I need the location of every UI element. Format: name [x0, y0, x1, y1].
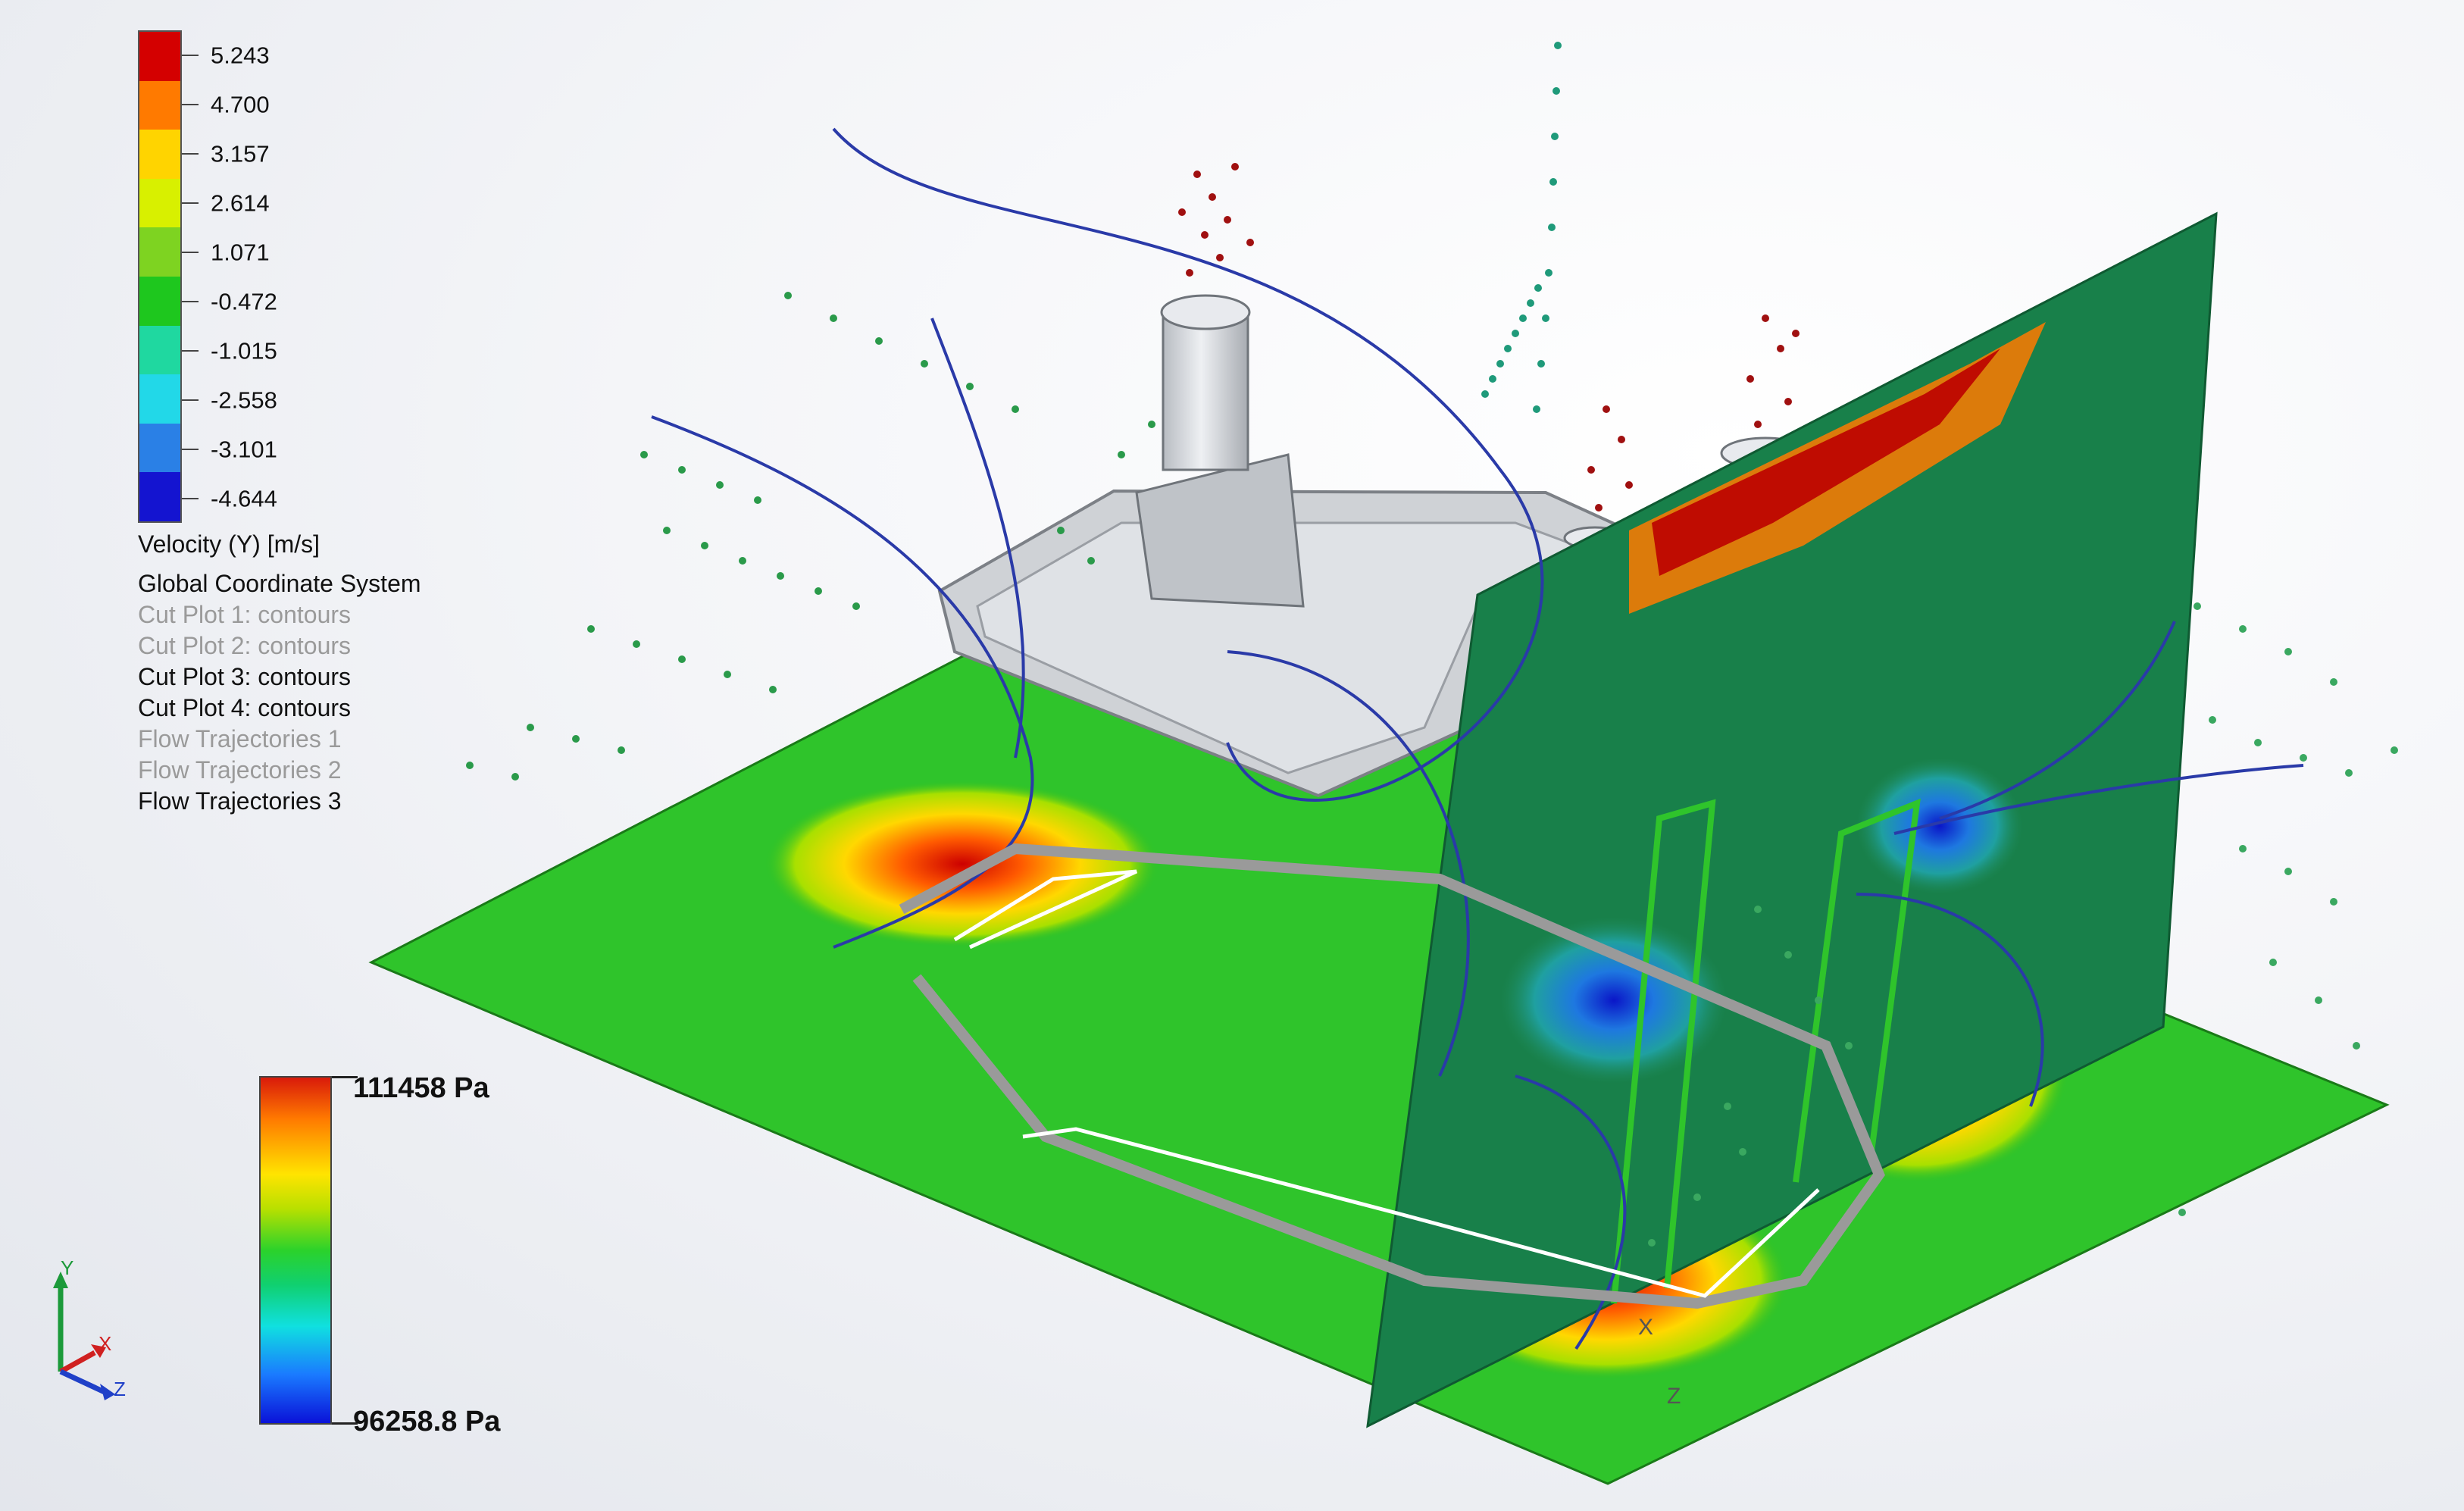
velocity-tick — [182, 497, 199, 499]
cut-plot-axis-x-label: X — [1638, 1315, 1654, 1340]
velocity-tick-label: -0.472 — [211, 288, 277, 314]
velocity-color-segment — [139, 472, 180, 521]
duct-box — [1135, 453, 1305, 608]
velocity-tick-label: 5.243 — [211, 42, 270, 68]
velocity-color-segment — [139, 80, 180, 130]
pressure-color-bar — [259, 1076, 332, 1425]
velocity-color-segment — [139, 325, 180, 375]
velocity-tick — [182, 251, 199, 253]
flow-trajectories — [651, 127, 2304, 1350]
velocity-tick-label: -2.558 — [211, 386, 277, 413]
velocity-tick — [182, 448, 199, 450]
pressure-coldspot — [1856, 758, 2023, 894]
pressure-min-tick — [332, 1422, 358, 1425]
view-orientation-triad[interactable]: Y X Z — [30, 1258, 144, 1409]
plot-info-line[interactable]: Cut Plot 1: contours — [138, 601, 352, 628]
velocity-tick-label: -4.644 — [211, 485, 277, 511]
part-outline — [953, 869, 1138, 949]
triad-arrows-icon — [53, 1272, 115, 1400]
frame-members — [1611, 798, 1921, 1304]
velocity-color-segment — [139, 276, 180, 326]
velocity-tick-label: -3.101 — [211, 436, 277, 462]
triad-y-label: Y — [61, 1256, 74, 1279]
pressure-min-label: 96258.8 Pa — [353, 1406, 501, 1437]
velocity-tick-label: 1.071 — [211, 239, 270, 265]
part-outline — [1022, 1127, 1820, 1298]
velocity-tick — [182, 349, 199, 352]
plot-info-line[interactable]: Flow Trajectories 1 — [138, 725, 342, 752]
outlet-particles — [1178, 163, 1800, 511]
pressure-legend[interactable]: 111458 Pa 96258.8 Pa — [259, 1072, 547, 1440]
velocity-tick — [182, 103, 199, 105]
vertical-plane-hot-core — [1652, 349, 2000, 576]
velocity-tick — [182, 54, 199, 56]
velocity-tick — [182, 300, 199, 302]
inlet-pipe — [1162, 309, 1249, 471]
velocity-legend-title: Velocity (Y) [m/s] — [138, 530, 321, 558]
plot-info-line[interactable]: Cut Plot 2: contours — [138, 632, 352, 659]
plot-info-line[interactable]: Cut Plot 4: contours — [138, 694, 352, 721]
velocity-tick — [182, 152, 199, 155]
inlet-pipe-top — [1160, 294, 1251, 330]
trajectory-particles — [466, 292, 1155, 781]
triad-x-label: X — [98, 1332, 112, 1355]
velocity-color-segment — [139, 178, 180, 228]
triad-z-label: Z — [114, 1378, 126, 1400]
pressure-max-label: 111458 Pa — [353, 1072, 489, 1104]
cut-plot-axis-z-label: Z — [1667, 1384, 1681, 1409]
vertical-cut-plane — [1366, 211, 2218, 1428]
part-outline — [899, 843, 1885, 1309]
velocity-color-segment — [139, 227, 180, 277]
velocity-color-segment — [139, 374, 180, 424]
velocity-color-segment — [139, 32, 180, 81]
trajectory-particles — [1648, 602, 2398, 1247]
velocity-color-bar — [138, 30, 182, 523]
plot-info-line[interactable]: Flow Trajectories 3 — [138, 787, 342, 815]
trajectory-particles — [1481, 42, 1562, 413]
velocity-legend[interactable]: Velocity (Y) [m/s] 5.243 4.700 3.157 2.614 1… — [138, 30, 471, 558]
velocity-tick — [182, 202, 199, 204]
pressure-hotspot — [765, 781, 1159, 947]
velocity-tick — [182, 399, 199, 401]
velocity-color-segment — [139, 423, 180, 473]
plot-info-line[interactable]: Global Coordinate System — [138, 570, 421, 597]
pressure-coldspot — [1500, 917, 1728, 1084]
pressure-max-tick — [332, 1076, 358, 1078]
plot-info-line[interactable]: Flow Trajectories 2 — [138, 756, 342, 784]
velocity-tick-label: 4.700 — [211, 91, 270, 117]
velocity-tick-label: 2.614 — [211, 189, 270, 216]
velocity-tick-label: 3.157 — [211, 140, 270, 167]
velocity-color-segment — [139, 130, 180, 179]
velocity-tick-label: -1.015 — [211, 337, 277, 364]
plot-info-line[interactable]: Cut Plot 3: contours — [138, 663, 352, 690]
